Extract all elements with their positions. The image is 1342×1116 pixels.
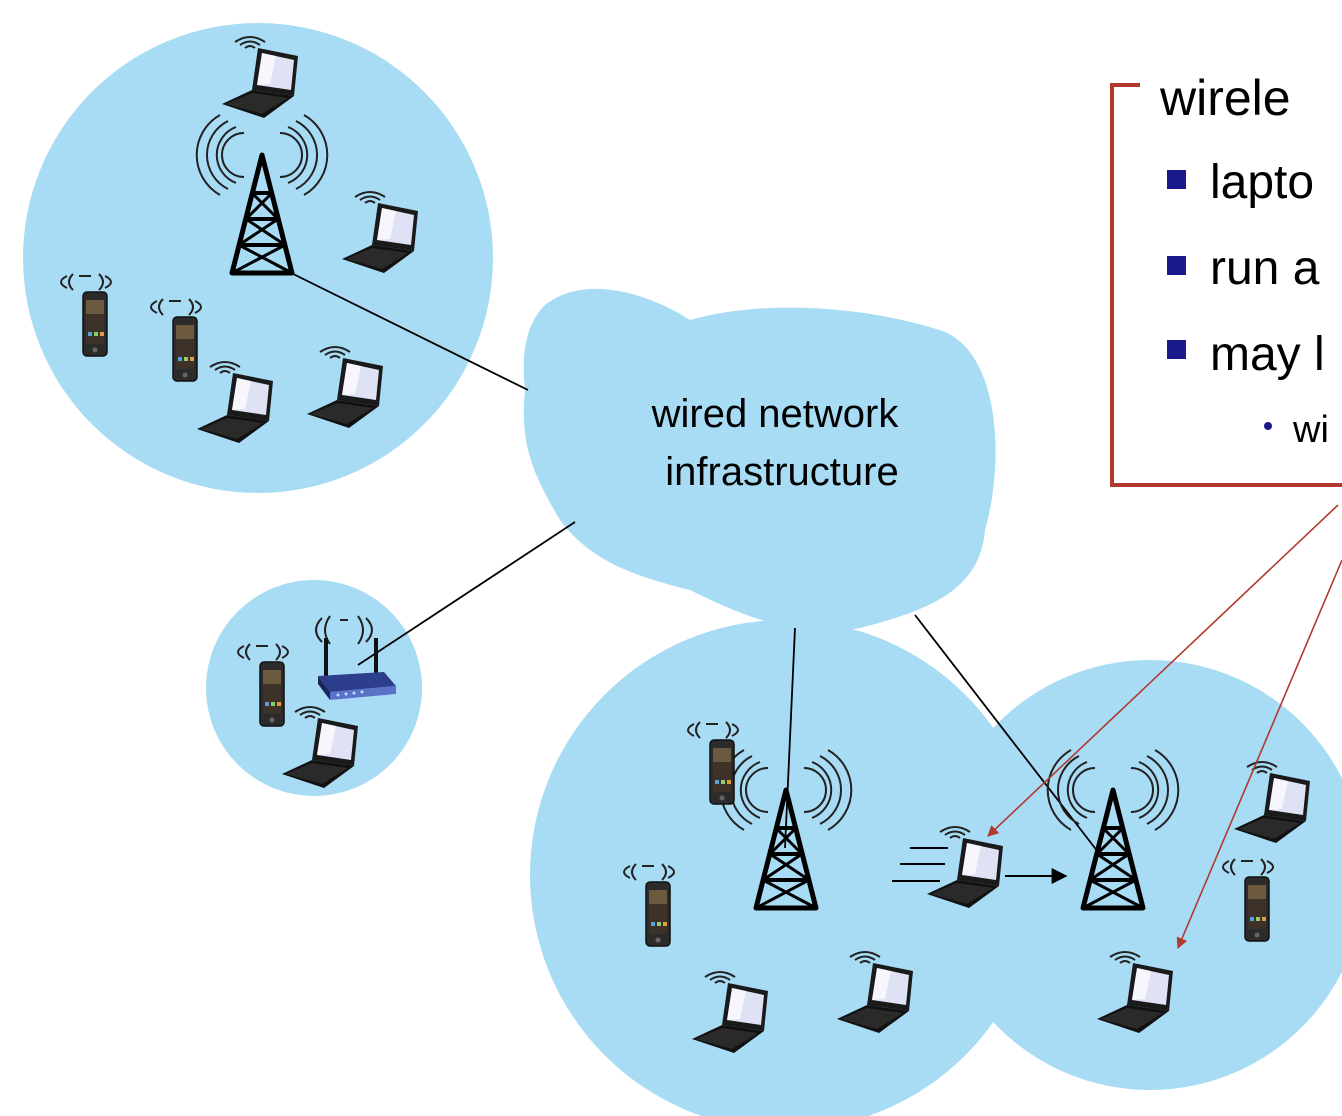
cloud-label-line2: infrastructure [665, 450, 898, 494]
callout-bullet-3: may l [1210, 328, 1325, 381]
callout-bullet-1: lapto [1210, 156, 1314, 209]
wired-link-bottom-middle-tower [784, 627, 796, 849]
cloud-label-line1: wired network [651, 392, 900, 436]
bullet-square-icon [1167, 256, 1186, 275]
cell-bottom-middle [530, 620, 1040, 1116]
sub-bullet-dot-icon [1264, 422, 1272, 430]
callout-bullet-2: run a [1210, 242, 1320, 295]
callout-pointer-arrow [1176, 559, 1342, 950]
wired-network-cloud [523, 288, 996, 632]
wired-link-top-tower [274, 264, 529, 391]
wired-link-bottom-right-tower [914, 614, 1099, 853]
cell-small-left [206, 580, 422, 796]
callout-pointer-arrow [987, 504, 1339, 837]
callout-subbullet: wi [1292, 409, 1329, 451]
bullet-square-icon [1167, 170, 1186, 189]
cell-bottom-right [935, 660, 1342, 1090]
wired-link-router [357, 521, 576, 666]
callout-box [1110, 83, 1342, 487]
callout-heading: wirele [1159, 70, 1291, 126]
bullet-square-icon [1167, 340, 1186, 359]
